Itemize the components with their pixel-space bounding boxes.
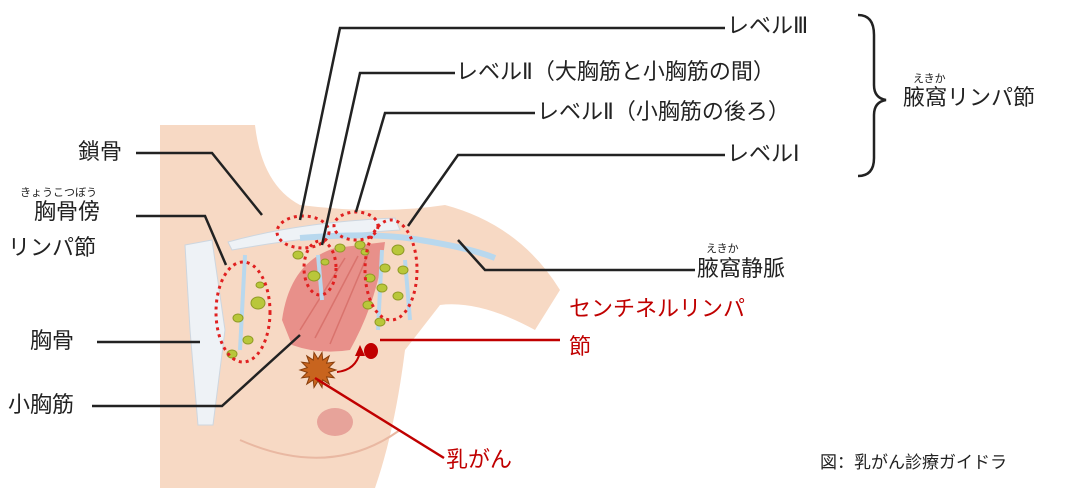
sternum-label: 胸骨 bbox=[30, 329, 75, 354]
level1-leader bbox=[406, 153, 725, 227]
axillary-ln-label: 腋窩リンパ節 bbox=[903, 86, 1036, 111]
leader-lines bbox=[92, 26, 725, 408]
level3-label: レベルⅢ bbox=[727, 14, 809, 39]
parasternal-ruby: きょうこつぼう bbox=[20, 186, 97, 199]
level1-region bbox=[363, 218, 419, 322]
sentinel-node-label-line2: 節 bbox=[569, 335, 592, 360]
level3-leader bbox=[298, 26, 725, 221]
level2-between-region bbox=[302, 239, 338, 297]
parasternal-label-line2: リンパ節 bbox=[8, 236, 97, 261]
breast-cancer-tumor bbox=[298, 350, 338, 390]
parasternal-label-line1: 胸骨傍 bbox=[34, 200, 101, 225]
sternum-bone bbox=[184, 239, 226, 426]
clavicle-label: 鎖骨 bbox=[78, 140, 123, 165]
level2-behind-leader bbox=[354, 111, 535, 213]
parasternal-region bbox=[214, 260, 272, 364]
clavicle-leader bbox=[136, 151, 263, 216]
tumor-arrowhead bbox=[355, 345, 365, 356]
axillary-vein-ruby: えきか bbox=[706, 242, 739, 255]
level1-label: レベルⅠ bbox=[727, 142, 800, 167]
axillary-brace bbox=[857, 13, 887, 178]
axillary-ln-ruby: えきか bbox=[913, 72, 946, 85]
breast-outline bbox=[239, 429, 401, 459]
pectoralis-minor-muscle bbox=[282, 242, 385, 352]
breast-cancer-leader bbox=[314, 376, 445, 460]
pec-minor-label: 小胸筋 bbox=[8, 393, 75, 418]
pec-minor-leader bbox=[92, 334, 301, 408]
level2-behind-label: レベルⅡ（小胸筋の後ろ） bbox=[537, 100, 790, 125]
breast-cancer-label: 乳がん bbox=[446, 448, 513, 473]
level3-region bbox=[275, 214, 331, 250]
axillary-vein-leader bbox=[457, 239, 695, 272]
parasternal-leader bbox=[136, 214, 228, 266]
sentinel-node-label-line1: センチネルリンパ bbox=[569, 297, 746, 322]
level2-between-label: レベルⅡ（大胸筋と小胸筋の間） bbox=[456, 60, 775, 85]
figure-caption: 図：乳がん診療ガイドラ bbox=[820, 453, 1007, 473]
red-leader-lines bbox=[314, 338, 560, 460]
lymph-nodes bbox=[226, 240, 409, 359]
clavicle-bone bbox=[227, 217, 401, 251]
axillary-vein-label: 腋窩静脈 bbox=[697, 257, 786, 282]
sentinel-node bbox=[364, 343, 378, 359]
level2-between-leader bbox=[320, 71, 455, 246]
nipple bbox=[317, 408, 353, 436]
